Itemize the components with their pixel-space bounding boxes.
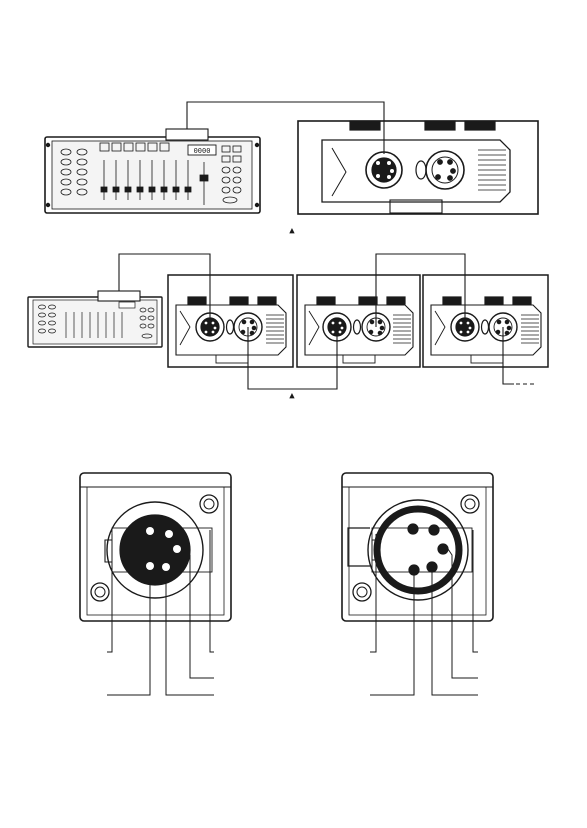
pin-4 xyxy=(409,565,419,575)
screw-icon xyxy=(91,583,109,601)
fixture-panel-a xyxy=(168,275,293,367)
pin-1 xyxy=(408,524,418,534)
controller-display: 0000 xyxy=(194,147,211,155)
pin-2 xyxy=(429,525,439,535)
screw-icon xyxy=(200,495,218,513)
fixture-panel-b xyxy=(297,275,420,367)
controller-large: 0000 xyxy=(45,137,260,213)
xlr-female-connector-closeup xyxy=(342,473,493,695)
pin-5 xyxy=(427,562,437,572)
pin-5 xyxy=(162,563,170,571)
controller-small xyxy=(28,297,162,347)
xlr-male-connector-closeup xyxy=(80,473,231,695)
triangle-marker-2: ▲ xyxy=(289,391,295,401)
fixture-panel-large xyxy=(298,121,538,214)
pin-4 xyxy=(146,562,154,570)
pin-2 xyxy=(165,530,173,538)
screw-icon xyxy=(461,495,479,513)
pin-3 xyxy=(438,544,448,554)
pin-1 xyxy=(146,527,154,535)
pin-3 xyxy=(173,545,181,553)
triangle-marker-1: ▲ xyxy=(289,226,295,236)
fixture-panel-c xyxy=(423,275,548,367)
screw-icon xyxy=(353,583,371,601)
